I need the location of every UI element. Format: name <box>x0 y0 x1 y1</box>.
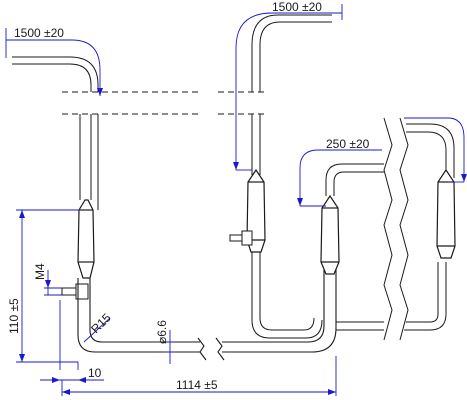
dim-thread: M4 <box>33 263 47 280</box>
short-lead <box>325 123 455 331</box>
main-tube <box>77 262 337 361</box>
dimension-lines <box>5 4 465 396</box>
far-right-sleeve <box>436 168 456 259</box>
right-thread-stud <box>229 230 253 246</box>
dim-total-length: 1114 ±5 <box>176 378 218 392</box>
left-lead <box>12 56 200 210</box>
right-lead <box>215 14 332 339</box>
middle-sleeve <box>320 194 340 275</box>
dim-diameter: ⌀6.6 <box>155 320 169 344</box>
left-sleeve <box>77 199 95 279</box>
dim-offset: 10 <box>88 366 102 380</box>
dim-height: 110 ±5 <box>7 298 21 334</box>
break-lines <box>383 117 409 341</box>
dim-lead-right: 1500 ±20 <box>272 0 322 14</box>
dim-lead-left: 1500 ±20 <box>14 26 64 40</box>
dim-lead-short: 250 ±20 <box>326 137 370 151</box>
dim-radius: R15 <box>88 310 114 336</box>
left-thread-stud <box>61 283 89 300</box>
dimension-arrows <box>19 88 467 395</box>
